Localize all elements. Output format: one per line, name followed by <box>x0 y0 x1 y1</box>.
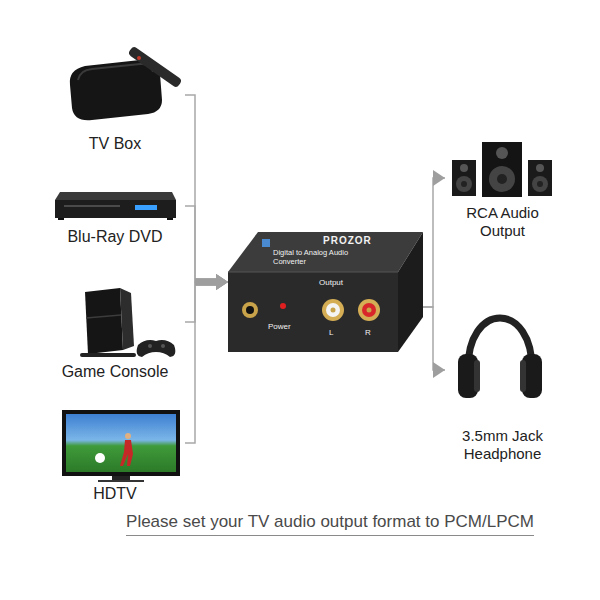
device-marking: R <box>365 328 371 337</box>
hdtv-icon <box>62 410 180 482</box>
device-label: Blu-Ray DVD <box>45 227 185 246</box>
converter-box: PROZOR Digital to Analog Audio ConverterO… <box>228 222 423 357</box>
source-device: Blu-Ray DVD <box>45 185 185 251</box>
output-label: 3.5mm Jack Headphone <box>453 427 553 463</box>
device-label: HDTV <box>45 484 185 503</box>
source-device: TV Box <box>45 50 185 158</box>
headphones-icon <box>458 318 542 398</box>
signal-connector <box>423 170 445 307</box>
device-marking: Digital to Analog Audio Converter <box>273 249 383 266</box>
speakers-icon <box>452 142 552 197</box>
device-marking: PROZOR <box>323 235 372 247</box>
signal-connector <box>185 274 228 443</box>
signal-connector <box>185 274 228 322</box>
tv-box-icon <box>70 46 183 121</box>
device-marking: Output <box>319 278 343 287</box>
caption: Please set your TV audio output format t… <box>126 512 534 536</box>
source-device: Game Console <box>45 282 185 386</box>
output-device: 3.5mm Jack Headphone <box>445 295 560 467</box>
signal-connector <box>185 206 228 290</box>
source-device: HDTV <box>45 405 185 508</box>
device-marking: Power <box>268 322 291 331</box>
device-label: TV Box <box>45 134 185 153</box>
bluray-player-icon <box>55 192 176 220</box>
signal-connector <box>423 307 445 378</box>
game-console-icon <box>80 288 175 357</box>
device-marking: L <box>329 328 333 337</box>
converter-box-illustration <box>228 232 423 352</box>
output-device: RCA Audio Output <box>445 138 560 244</box>
signal-connector <box>185 95 228 290</box>
device-label: Game Console <box>45 362 185 381</box>
caption-row: Please set your TV audio output format t… <box>60 512 600 536</box>
output-label: RCA Audio Output <box>453 204 553 240</box>
